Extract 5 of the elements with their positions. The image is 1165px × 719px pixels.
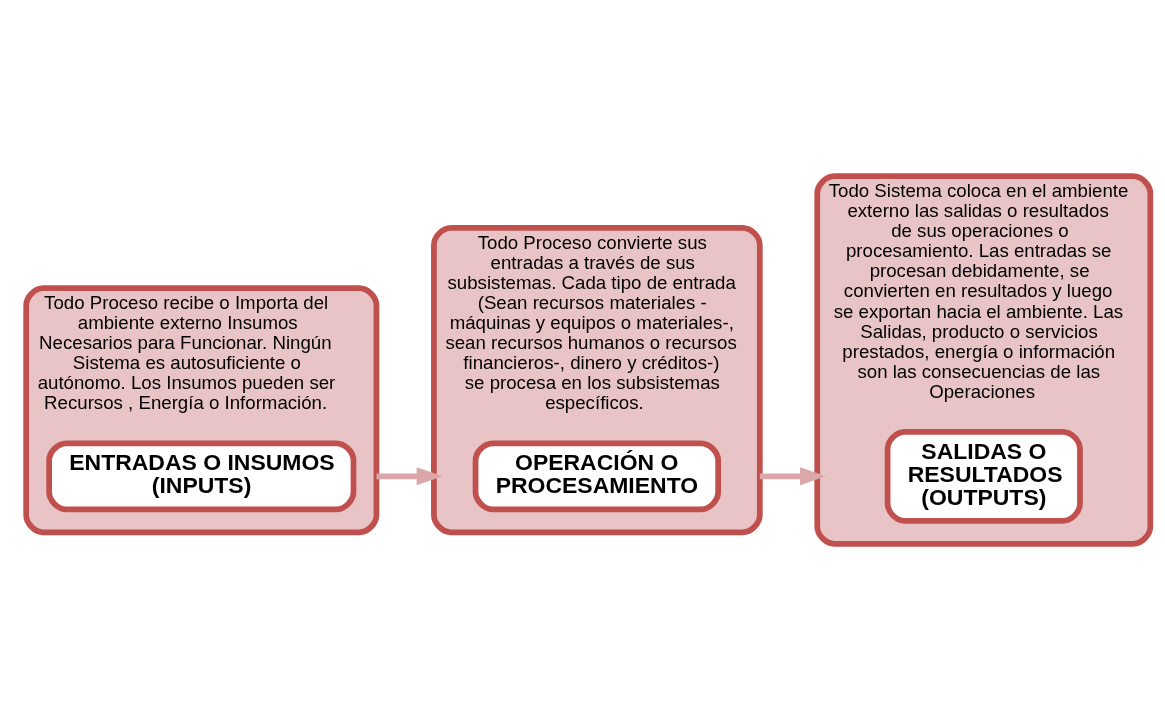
node-box: OPERACIÓN O PROCESAMIENTO	[472, 439, 722, 512]
arrow	[759, 466, 826, 485]
node-box: ENTRADAS O INSUMOS (INPUTS)	[46, 439, 357, 512]
node-box: SALIDAS O RESULTADOS (OUTPUTS)	[884, 428, 1083, 524]
arrow	[376, 466, 443, 485]
